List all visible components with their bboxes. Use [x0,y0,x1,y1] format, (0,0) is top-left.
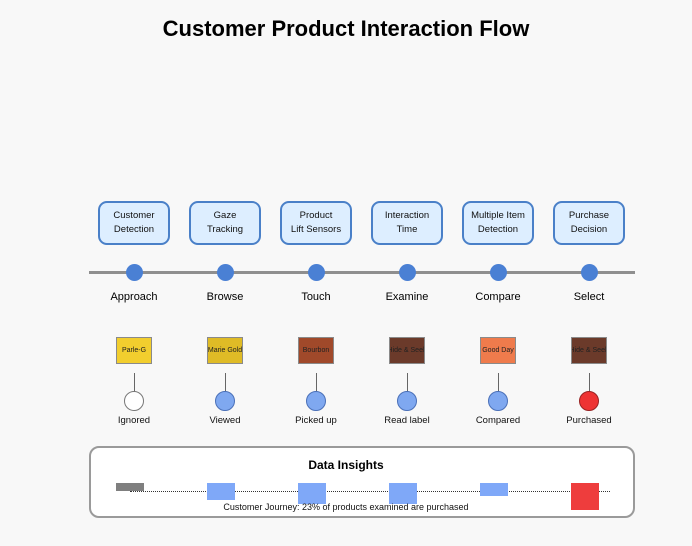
outcome-stem [315,373,317,392]
timeline-node [489,264,507,281]
stage-box-line2: Detection [113,224,155,235]
data-insights-panel [89,446,635,518]
outcome-label: Picked up [295,415,337,426]
product-swatch: Marie Gold [207,337,243,364]
stage-box-line2: Lift Sensors [290,224,342,235]
stage-box-line1: Gaze [213,210,237,221]
product-swatch: Hide & Seek [571,337,607,364]
stage-label: Touch [301,291,331,303]
stage-label: Examine [385,291,429,303]
timeline-node [398,264,416,281]
stage-label: Select [573,291,605,303]
stage-box-line1: Purchase [568,210,610,221]
stage-box-line2: Time [396,224,418,235]
stage-box-line1: Multiple Item [471,210,525,221]
insight-bar-0 [116,483,144,491]
timeline-line [89,271,635,274]
outcome-dot [306,391,326,411]
timeline-node [216,264,234,281]
outcome-stem [224,373,226,392]
stage-box-line2: Detection [477,224,519,235]
outcome-dot [215,391,235,411]
data-insights-title: Data Insights [308,458,384,472]
stage-box-line2: Decision [570,224,608,235]
diagram-title: Customer Product Interaction Flow [162,16,530,41]
outcome-label: Read label [384,415,430,426]
stage-box-line1: Interaction [384,210,430,221]
outcome-dot [397,391,417,411]
insights-caption: Customer Journey: 23% of products examin… [223,502,469,512]
stage-box-line1: Product [299,210,333,221]
insights-dotted-line [130,491,610,492]
timeline-node [125,264,143,281]
stage-box-line2: Tracking [206,224,244,235]
insight-bar-1 [207,483,235,500]
timeline-node [580,264,598,281]
stage-label: Browse [206,291,244,303]
outcome-label: Ignored [117,415,151,426]
outcome-dot [488,391,508,411]
outcome-label: Purchased [566,415,612,426]
outcome-label: Compared [475,415,521,426]
insight-bar-3 [389,483,417,504]
insight-bar-4 [480,483,508,496]
timeline-node [307,264,325,281]
insight-bar-5 [571,483,599,510]
outcome-stem [588,373,590,392]
stage-label: Approach [110,291,158,303]
insight-bar-2 [298,483,326,504]
product-swatch: Good Day [480,337,516,364]
outcome-label: Viewed [209,415,241,426]
stage-label: Compare [475,291,521,303]
stage-box-line1: Customer [113,210,155,221]
outcome-stem [133,373,135,392]
outcome-stem [406,373,408,392]
product-swatch: Bourbon [298,337,334,364]
product-swatch: Hide & Seek [389,337,425,364]
outcome-dot [579,391,599,411]
outcome-stem [497,373,499,392]
product-swatch: Parle-G [116,337,152,364]
outcome-dot [124,391,144,411]
